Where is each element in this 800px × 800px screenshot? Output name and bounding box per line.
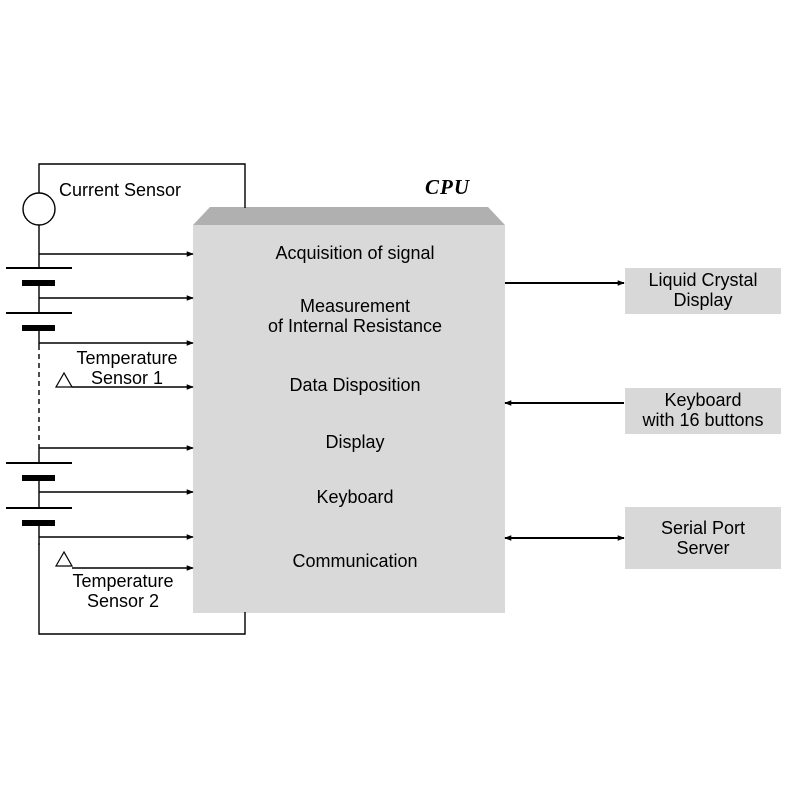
cpu-function-display: Display	[325, 432, 385, 452]
temperature-sensor-2-icon	[54, 550, 74, 567]
outer-loop-top-wire	[38, 163, 246, 208]
serial-port-label-line1: Serial Port	[660, 518, 746, 538]
temperature-sensor-1-icon	[54, 371, 74, 388]
cpu-box	[193, 225, 505, 613]
cpu-function-keyboard: Keyboard	[316, 487, 394, 507]
cpu-function-measurement-line1: Measurement	[299, 296, 411, 316]
lcd-label-line2: Display	[673, 290, 733, 310]
temperature-sensor-2-label-line1: Temperature	[72, 571, 174, 591]
serial-port-box: Serial Port Server	[625, 507, 781, 569]
current-sensor-icon	[22, 192, 56, 226]
battery-cell-icon	[6, 507, 72, 526]
cpu-function-acquisition: Acquisition of signal	[275, 243, 435, 263]
temperature-sensor-1-label-line1: Temperature	[76, 348, 178, 368]
cpu-function-measurement-line2: of Internal Resistance	[267, 316, 443, 336]
cpu-box-top	[193, 207, 505, 225]
temperature-sensor-1-label-line2: Sensor 1	[90, 368, 164, 388]
serial-port-label-line2: Server	[676, 538, 730, 558]
keyboard-label-line1: Keyboard	[664, 390, 742, 410]
outer-loop-bottom-wire	[38, 543, 246, 635]
cpu-function-communication: Communication	[292, 551, 418, 571]
battery-cell-icon	[6, 462, 72, 481]
lcd-box: Liquid Crystal Display	[625, 268, 781, 314]
cpu-title: CPU	[425, 175, 470, 199]
temperature-sensor-2-label-line2: Sensor 2	[86, 591, 160, 611]
lcd-label-line1: Liquid Crystal	[648, 270, 758, 290]
current-sensor-label: Current Sensor	[59, 180, 182, 200]
cpu-function-data-disposition: Data Disposition	[289, 375, 421, 395]
battery-cell-icon	[6, 267, 72, 286]
battery-cell-icon	[6, 312, 72, 331]
keyboard-label-line2: with 16 buttons	[642, 410, 764, 430]
keyboard-box: Keyboard with 16 buttons	[625, 388, 781, 434]
